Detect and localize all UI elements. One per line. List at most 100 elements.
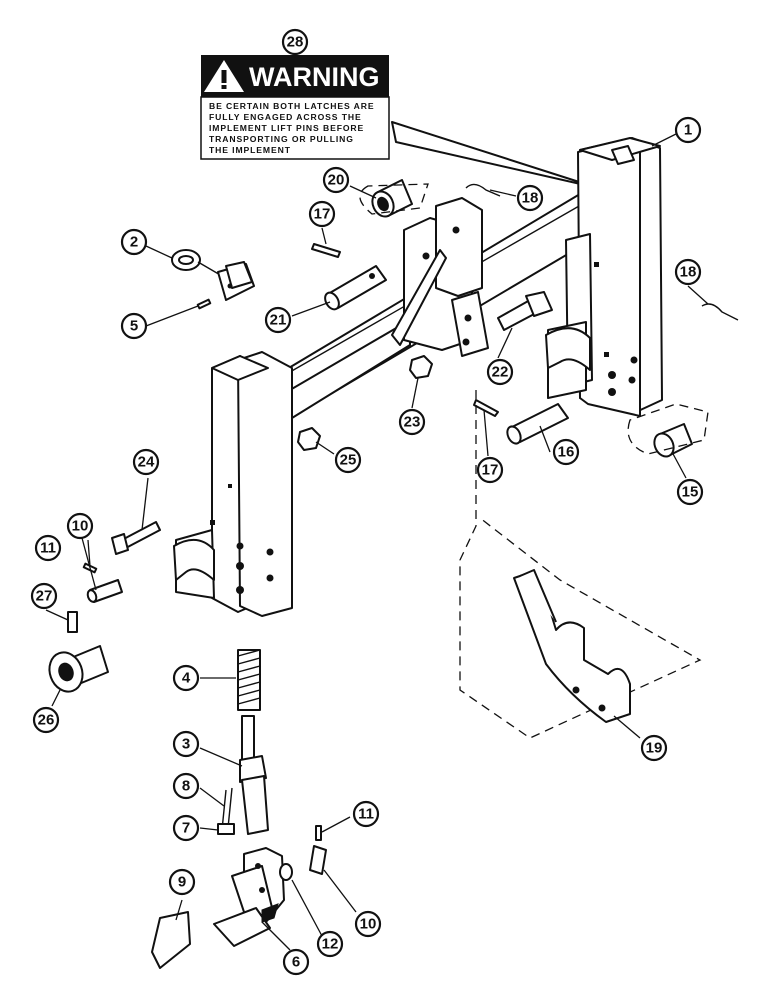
warning-line-5: THE IMPLEMENT	[209, 145, 291, 155]
callout-8: 8	[172, 772, 200, 800]
callout-15: 15	[676, 478, 704, 506]
callout-18b: 18	[674, 258, 702, 286]
svg-text:17: 17	[314, 206, 331, 223]
lock-nut-left	[297, 427, 321, 451]
cotter-pin-lower	[473, 399, 499, 417]
clevis-pin-upper	[324, 265, 387, 311]
compression-spring	[237, 649, 261, 711]
svg-text:9: 9	[178, 874, 186, 891]
svg-text:27: 27	[36, 588, 53, 605]
svg-text:6: 6	[292, 954, 300, 971]
warning-decal: WARNING BE CERTAIN BOTH LATCHES ARE FULL…	[200, 55, 390, 160]
roll-pin-bushing	[67, 611, 78, 633]
svg-text:2: 2	[130, 234, 138, 251]
clevis-pin-lower	[506, 403, 569, 445]
svg-text:17: 17	[482, 462, 499, 479]
callout-20: 20	[322, 166, 350, 194]
callout-11b: 11	[352, 800, 380, 828]
callout-24: 24	[132, 448, 160, 476]
roll-pin	[196, 298, 212, 310]
svg-text:18: 18	[522, 190, 539, 207]
warning-line-2: FULLY ENGAGED ACROSS THE	[209, 112, 362, 122]
callout-17b: 17	[476, 456, 504, 484]
warning-line-3: IMPLEMENT LIFT PINS BEFORE	[209, 123, 364, 133]
clevis-pin-small	[217, 823, 235, 835]
svg-text:22: 22	[492, 364, 509, 381]
callout-10b: 10	[354, 910, 382, 938]
svg-text:16: 16	[558, 444, 575, 461]
bushing-lower-outline	[627, 403, 709, 455]
quick-hitch-frame	[173, 137, 663, 617]
hex-bolt-center	[497, 291, 553, 331]
svg-text:24: 24	[138, 454, 155, 471]
svg-text:10: 10	[72, 518, 89, 535]
svg-text:25: 25	[340, 452, 357, 469]
svg-text:3: 3	[182, 736, 190, 753]
warning-line-1: BE CERTAIN BOTH LATCHES ARE	[209, 101, 374, 111]
wear-plate-outline	[459, 390, 702, 739]
warning-triangle-icon	[204, 60, 244, 92]
svg-text:20: 20	[328, 172, 345, 189]
latch-pin-left	[86, 579, 123, 603]
hook-wear-plate	[513, 569, 631, 723]
callout-25: 25	[334, 446, 362, 474]
latch-assembly	[213, 847, 285, 947]
callout-4: 4	[172, 664, 200, 692]
lock-nut-center	[409, 355, 433, 379]
callout-23: 23	[398, 408, 426, 436]
callout-16: 16	[552, 438, 580, 466]
callout-17a: 17	[308, 200, 336, 228]
callout-22: 22	[486, 358, 514, 386]
cotter-pin	[311, 243, 341, 258]
svg-text:11: 11	[358, 806, 374, 823]
bushing-upper-outline	[359, 183, 429, 215]
warning-line-4: TRANSPORTING OR PULLING	[209, 134, 354, 144]
callout-11a: 11	[34, 534, 62, 562]
flanged-bushing	[48, 645, 109, 693]
bushing-upper	[371, 179, 413, 218]
warning-title: WARNING	[249, 62, 380, 92]
bushing-lower	[653, 423, 693, 458]
latch-blade	[151, 911, 191, 969]
callout-19: 19	[640, 734, 668, 762]
washer	[279, 863, 293, 881]
callout-1: 1	[674, 116, 702, 144]
latch-pin-right	[309, 845, 327, 875]
svg-text:11: 11	[40, 540, 56, 557]
decal-location-pointer	[391, 121, 599, 189]
leader-lines	[45, 56, 709, 951]
svg-text:10: 10	[360, 916, 377, 933]
svg-text:19: 19	[646, 740, 663, 757]
svg-text:7: 7	[182, 820, 190, 837]
callout-12: 12	[316, 930, 344, 958]
svg-text:18: 18	[680, 264, 697, 281]
callout-3: 3	[172, 730, 200, 758]
svg-text:4: 4	[182, 670, 191, 687]
hair-clip-upper	[465, 183, 501, 197]
svg-text:8: 8	[182, 778, 190, 795]
callout-9: 9	[168, 868, 196, 896]
callout-28: 28	[281, 28, 309, 56]
callout-7: 7	[172, 814, 200, 842]
spring-pin-right	[315, 825, 322, 841]
callout-5: 5	[120, 312, 148, 340]
svg-text:1: 1	[684, 122, 692, 139]
callout-18a: 18	[516, 184, 544, 212]
latch-handle	[171, 249, 255, 301]
svg-text:21: 21	[270, 312, 287, 329]
hair-clip-right	[701, 303, 739, 321]
callout-6: 6	[282, 948, 310, 976]
callout-27: 27	[30, 582, 58, 610]
callout-2: 2	[120, 228, 148, 256]
callout-21: 21	[264, 306, 292, 334]
svg-text:15: 15	[682, 484, 699, 501]
latch-rod	[239, 715, 269, 835]
svg-text:26: 26	[38, 712, 55, 729]
hex-bolt-left	[111, 521, 161, 555]
svg-text:28: 28	[287, 34, 304, 51]
callout-26: 26	[32, 706, 60, 734]
svg-text:12: 12	[322, 936, 339, 953]
svg-text:23: 23	[404, 414, 421, 431]
svg-text:5: 5	[130, 318, 138, 335]
